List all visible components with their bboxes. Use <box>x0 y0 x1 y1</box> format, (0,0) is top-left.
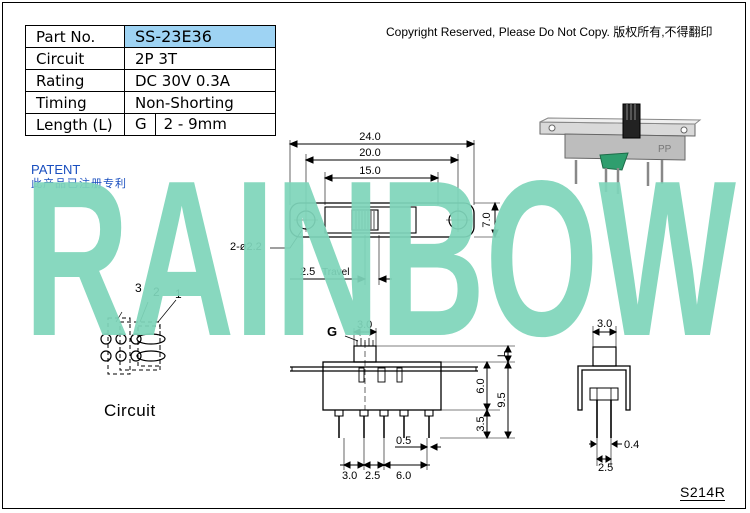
travel-label: Travel <box>322 267 349 278</box>
patent-note: PATENT 此产品已注册专利 <box>31 163 127 191</box>
circuit-diagram <box>100 299 177 375</box>
spec-row-timing: Timing Non-Shorting <box>25 91 276 114</box>
circuit-caption: Circuit <box>104 401 156 420</box>
pin-number: 1 <box>175 287 182 301</box>
spec-row-part-no: Part No. SS-23E36 <box>25 25 276 48</box>
dim-20: 20.0 <box>359 147 380 159</box>
travel-value: 2.5 <box>300 266 315 278</box>
dim-9-5: 9.5 <box>496 392 508 407</box>
dim-0-5: 0.5 <box>396 435 411 447</box>
pitch-1: 3.0 <box>342 470 357 482</box>
spec-row-rating: Rating DC 30V 0.3A <box>25 69 276 92</box>
dim-l: L <box>496 351 508 357</box>
dim-24: 24.0 <box>359 131 380 143</box>
top-view <box>270 140 500 285</box>
pitch-3: 6.0 <box>396 470 411 482</box>
svg-text:PP: PP <box>658 144 672 155</box>
spec-row-circuit: Circuit 2P 3T <box>25 47 276 70</box>
end-view <box>577 326 631 466</box>
end-dim-actuator: 3.0 <box>597 318 612 330</box>
product-illustration: PP <box>539 103 702 194</box>
spec-value: 2P 3T <box>124 47 276 70</box>
side-view <box>290 328 515 470</box>
patent-label: PATENT <box>31 162 81 177</box>
dim-6: 6.0 <box>475 378 487 393</box>
spec-value: G 2 - 9mm <box>124 113 276 136</box>
spec-value: DC 30V 0.3A <box>124 69 276 92</box>
spec-table: Part No. SS-23E36 Circuit 2P 3T Rating D… <box>25 25 276 136</box>
dimension-labels: 24.0 20.0 15.0 7.0 2-ø2.2 2.5 Travel 3 2… <box>135 131 639 482</box>
dim-3-5: 3.5 <box>475 416 487 431</box>
length-code: G <box>135 114 156 135</box>
pitch-2: 2.5 <box>365 470 380 482</box>
g-marker: G <box>327 324 337 339</box>
dim-7: 7.0 <box>481 212 493 227</box>
dim-15: 15.0 <box>359 165 380 177</box>
copyright-notice: Copyright Reserved, Please Do Not Copy. … <box>386 25 713 39</box>
drawing-code: S214R <box>680 484 726 501</box>
end-dim-0-4: 0.4 <box>624 439 639 451</box>
patent-label-cn: 此产品已注册专利 <box>31 177 127 190</box>
pin-number: 2 <box>153 285 160 299</box>
spec-label: Timing <box>25 91 125 114</box>
length-range: 2 - 9mm <box>163 115 227 133</box>
dim-actuator: 3.0 <box>357 319 372 331</box>
end-dim-2-5: 2.5 <box>598 462 613 474</box>
hole-spec: 2-ø2.2 <box>230 241 262 253</box>
pin-number: 3 <box>135 281 142 295</box>
spec-label: Rating <box>25 69 125 92</box>
